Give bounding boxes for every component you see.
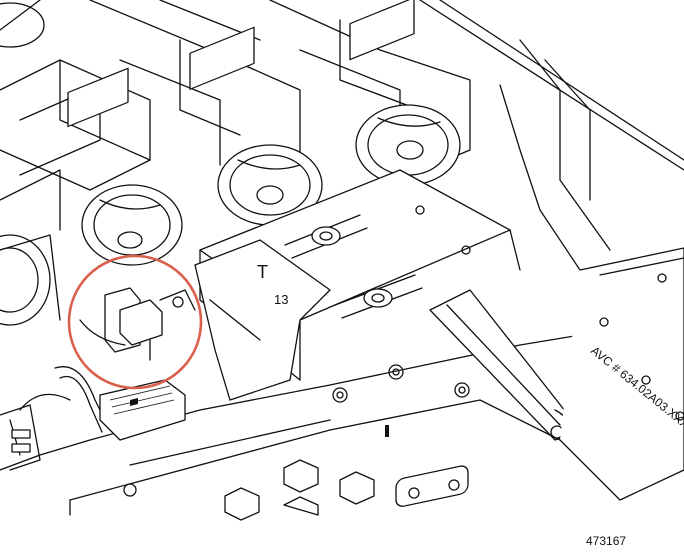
cable-connector-assembly: [0, 366, 186, 471]
fan-rotor-3: [355, 104, 461, 186]
figure-number: 473167: [586, 534, 627, 548]
fan-rotor-1: [81, 184, 183, 266]
front-panel: [69, 364, 561, 521]
fan-module-1: [0, 59, 151, 231]
fan-rotor-top-left: [0, 2, 45, 48]
fan-module-row: [0, 0, 471, 326]
component-letter-label: T: [257, 262, 268, 282]
fan-module-2: [89, 0, 301, 181]
callout-circle: [67, 254, 203, 390]
fan-rotor-2: [217, 144, 323, 226]
component-block: T 13: [194, 239, 331, 401]
right-module: AVC # 634.02A03.XXX: [559, 247, 684, 501]
release-lever: [429, 289, 581, 441]
highlighted-connector: [79, 287, 196, 361]
component-number-label: 13: [274, 292, 288, 307]
fan-rotor-left: [0, 234, 61, 326]
